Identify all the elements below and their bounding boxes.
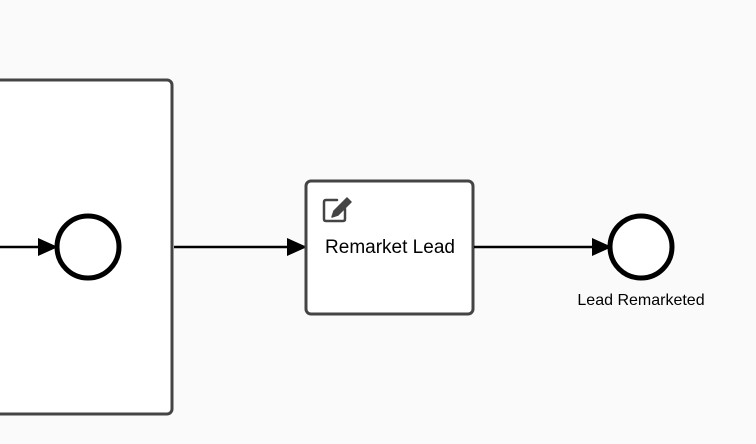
task-label: Remarket Lead [325, 237, 455, 258]
task-remarket-lead[interactable]: Remarket Lead [304, 179, 475, 316]
edit-icon [322, 197, 352, 223]
end-event-label: Lead Remarketed [577, 292, 704, 309]
subprocess-end-event[interactable] [54, 213, 122, 281]
end-event-lead-remarketed[interactable] [607, 213, 675, 281]
task-box[interactable] [304, 179, 475, 316]
